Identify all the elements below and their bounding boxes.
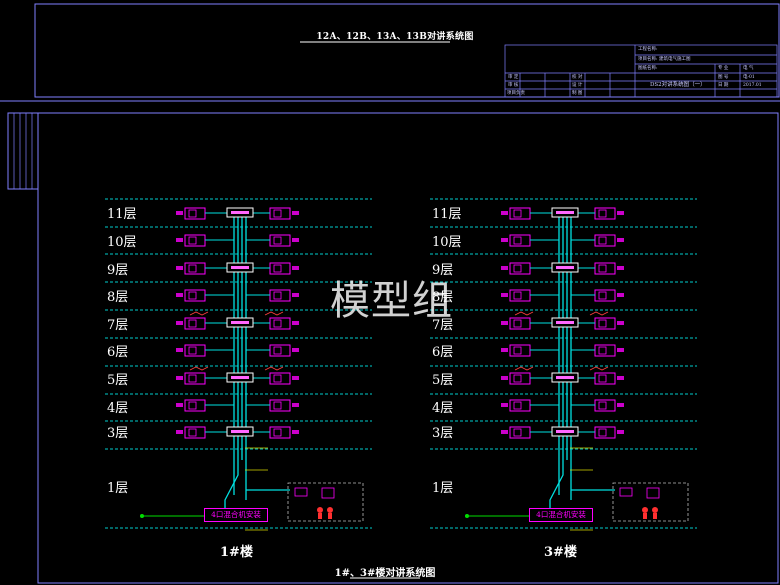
upper-sheet-frame [34, 3, 780, 98]
tb-drawing-name: DS2对讲系统图（一） [650, 82, 706, 88]
b1-floor-1: 1层 [107, 481, 129, 496]
b1-floor-6: 6层 [107, 345, 129, 360]
b3-floor-7: 7层 [432, 318, 454, 333]
watermark: 模型组 [330, 278, 453, 324]
b1-floor-8: 8层 [107, 290, 129, 305]
b1-floor-5: 5层 [107, 373, 129, 388]
floor-lines [105, 198, 697, 529]
b3-floor-3: 3层 [432, 426, 454, 441]
tb-sign-6: 制 图 [572, 91, 583, 96]
b1-floor-7: 7层 [107, 318, 129, 333]
b1-floor-4: 4层 [107, 401, 129, 416]
tb-val-1: 电 气 [743, 66, 754, 71]
main-unit-building-3: 4口混合机安装 [529, 508, 593, 522]
b1-floor-10: 10层 [107, 235, 137, 250]
tb-project: 工程名称: [638, 47, 658, 52]
door-station-box-1 [287, 482, 364, 522]
b1-floor-11: 11层 [107, 207, 137, 222]
red-devices [317, 507, 658, 519]
door-station-box-3 [612, 482, 689, 522]
tb-sign-1: 审 定 [508, 75, 519, 80]
tb-sign-5: 设 计 [572, 83, 583, 88]
b3-floor-5: 5层 [432, 373, 454, 388]
b3-floor-8: 8层 [432, 290, 454, 305]
tb-val-3: 2017.01 [743, 83, 762, 88]
binding-margin-table [7, 112, 39, 190]
drawing-title: 1#、3#楼对讲系统图 [334, 568, 436, 579]
tb-info-1: 专 业 [718, 66, 729, 71]
upper-drawing-title: 12A、12B、13A、13B对讲系统图 [316, 32, 474, 42]
b3-floor-4: 4层 [432, 401, 454, 416]
building-1-label: 1#楼 [220, 545, 253, 560]
lower-sheet-frame [37, 112, 779, 584]
equipment-layer [176, 207, 624, 531]
tb-sign-3: 项目负责 [507, 91, 525, 96]
tb-sign-2: 审 核 [508, 83, 519, 88]
b3-floor-1: 1层 [432, 481, 454, 496]
building-3-label: 3#楼 [544, 545, 577, 560]
b1-floor-9: 9层 [107, 263, 129, 278]
building-3-risers [549, 213, 615, 508]
tb-val-2: 电-01 [743, 75, 755, 80]
title-block [504, 44, 778, 98]
tb-info-2: 图 号 [718, 75, 729, 80]
tb-info-3: 日 期 [718, 83, 729, 88]
tb-item: 项目名称: 建筑电气施工图 [638, 57, 691, 62]
b3-floor-11: 11层 [432, 207, 462, 222]
tb-sheet: 图纸名称: [638, 66, 658, 71]
b3-floor-10: 10层 [432, 235, 462, 250]
b3-floor-6: 6层 [432, 345, 454, 360]
main-unit-building-1: 4口混合机安装 [204, 508, 268, 522]
b3-floor-9: 9层 [432, 263, 454, 278]
tb-sign-4: 校 对 [572, 75, 583, 80]
b1-floor-3: 3层 [107, 426, 129, 441]
building-1-risers [224, 213, 290, 508]
